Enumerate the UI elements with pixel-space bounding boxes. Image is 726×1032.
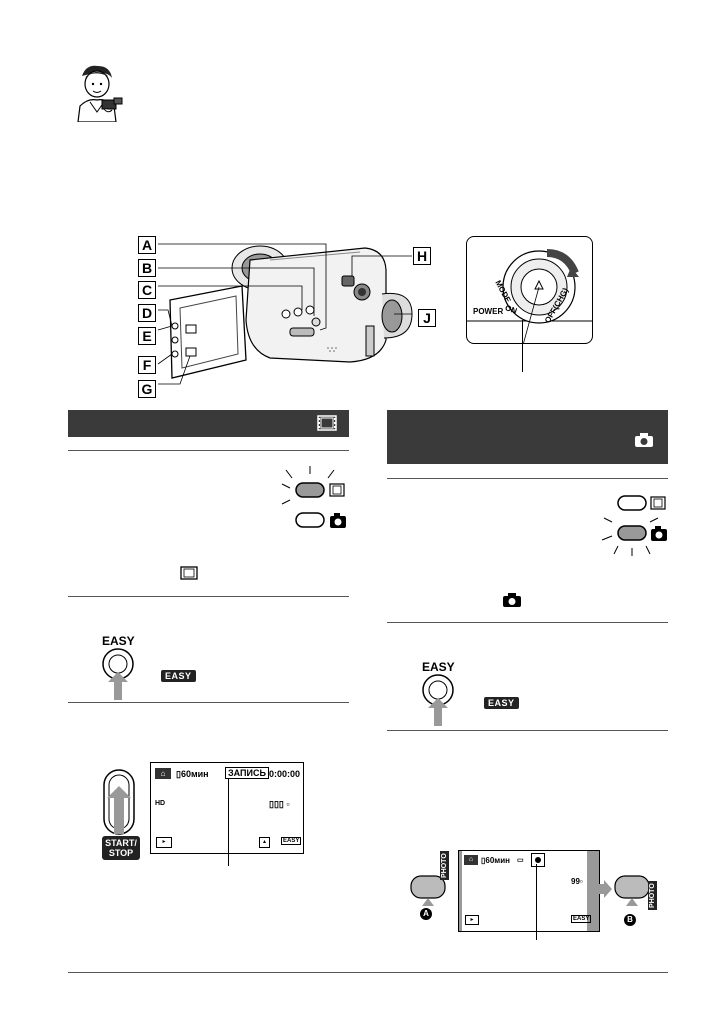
home-icon[interactable]: ⌂ <box>155 768 171 779</box>
divider <box>68 596 349 597</box>
photo-button-half-press[interactable]: PHOTO A <box>410 851 460 926</box>
dial-label-power: POWER <box>473 307 504 316</box>
camera-icon <box>503 593 521 607</box>
camera-icon <box>635 433 653 447</box>
easy-button-label: EASY <box>422 660 455 674</box>
image-size-icon: ▭ <box>517 857 524 864</box>
easy-button-label: EASY <box>102 634 135 648</box>
footer-rule <box>68 972 668 973</box>
camera-icon <box>651 526 667 541</box>
playback-icon[interactable]: ▸ <box>465 915 479 925</box>
label-c: C <box>138 281 156 299</box>
focus-pointer-line <box>536 864 537 940</box>
photo-section-header <box>387 410 668 464</box>
divider <box>68 702 349 703</box>
label-f: F <box>138 356 156 374</box>
film-icon <box>180 566 198 580</box>
person-camcorder-icon <box>68 62 128 123</box>
label-d: D <box>138 304 156 322</box>
status-pointer-line <box>228 778 229 866</box>
label-b: B <box>138 259 156 277</box>
label-a: A <box>138 236 156 254</box>
label-g: G <box>138 380 156 398</box>
easy-button[interactable] <box>100 648 136 702</box>
timecode: 0:00:00 <box>269 769 301 779</box>
hd-badge: HD <box>155 800 166 807</box>
start-stop-line2: STOP <box>108 848 134 858</box>
easy-mode-badge: EASY <box>484 697 519 709</box>
arrow-right-icon <box>598 880 612 898</box>
remaining-time: ▯60мин <box>481 856 510 865</box>
divider <box>68 450 349 451</box>
label-h: H <box>413 247 431 265</box>
camcorder-illustration <box>150 230 450 390</box>
person-icon: ▴ <box>259 837 270 848</box>
photo-button-label: PHOTO <box>440 851 449 880</box>
movie-section-header <box>68 410 349 437</box>
movie-lamp-indicator <box>280 466 360 536</box>
recording-status: ЗАПИСЬ <box>225 767 269 779</box>
divider <box>387 622 668 623</box>
easy-mode-badge: EASY <box>161 670 196 682</box>
photo-button-label: PHOTO <box>648 881 657 910</box>
home-icon[interactable]: ⌂ <box>464 855 478 865</box>
divider <box>387 730 668 731</box>
easy-lcd-badge[interactable]: EASY <box>281 837 302 845</box>
film-icon <box>650 496 666 510</box>
focus-indicator <box>531 853 545 867</box>
film-icon <box>317 415 337 431</box>
start-stop-label: START/ STOP <box>102 836 140 860</box>
media-icons: ▯▯▯ ▫ <box>269 799 290 809</box>
lcd-left-edge <box>459 851 462 931</box>
label-e: E <box>138 327 156 345</box>
photo-lamp-indicator <box>596 492 676 564</box>
photo-button-full-press[interactable]: PHOTO B <box>614 866 664 926</box>
lcd-right-edge <box>587 851 599 931</box>
label-j: J <box>418 309 436 327</box>
movie-lcd-screen: ⌂ ▯60мин ЗАПИСЬ 0:00:00 HD ▯▯▯ ▫ ▸ ▴ EAS… <box>150 762 304 854</box>
start-stop-line1: START/ <box>105 838 137 848</box>
easy-lcd-badge[interactable]: EASY <box>571 915 592 923</box>
easy-button[interactable] <box>420 674 456 728</box>
step-a-badge: A <box>420 908 432 920</box>
camera-icon <box>330 513 346 528</box>
remaining-time: ▯60мин <box>176 769 209 779</box>
divider <box>387 478 668 479</box>
step-b-badge: B <box>624 914 636 926</box>
photo-lcd-screen: ⌂ ▯60мин ▭ 99▫ ▸ EASY <box>458 850 600 932</box>
power-dial-inset: MODE ON OFF(CHG) POWER <box>466 236 593 344</box>
playback-icon[interactable]: ▸ <box>156 837 172 848</box>
start-stop-button[interactable]: START/ STOP <box>102 768 142 860</box>
dial-pointer-line <box>522 320 523 372</box>
photo-count: 99▫ <box>571 877 583 886</box>
film-icon <box>329 483 345 497</box>
